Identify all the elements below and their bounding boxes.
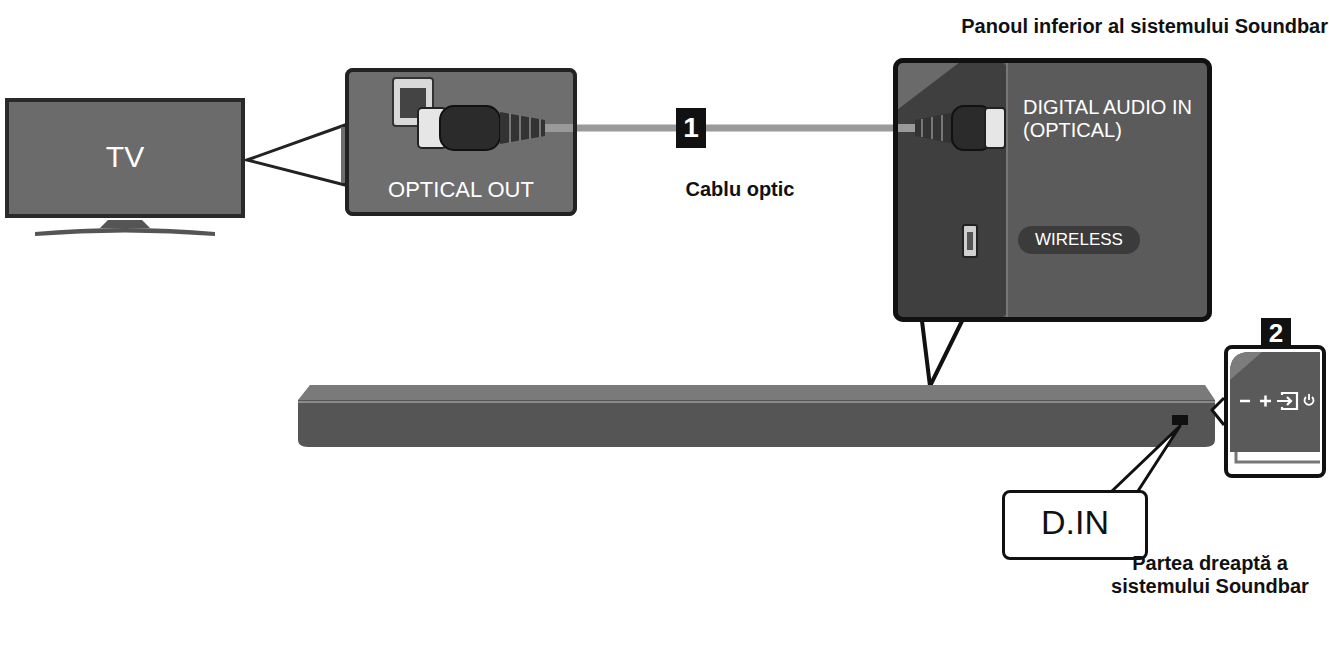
tv-stand: [35, 228, 215, 236]
callout-pointer: [1112, 426, 1180, 491]
callout-pointer: [247, 125, 345, 185]
port-label: OPTICAL OUT: [349, 177, 573, 202]
port-label: TV: [9, 140, 241, 175]
heading-text: Partea dreaptă a sistemului Soundbar: [1094, 552, 1326, 598]
wireless-port: [963, 225, 977, 257]
optical-cable: [577, 125, 893, 132]
tv-neck: [100, 220, 150, 228]
heading-text: Panoul inferior al sistemului Soundbar: [908, 15, 1328, 38]
heading-text: D.IN: [1005, 503, 1145, 542]
plug-sleeve: [915, 112, 955, 144]
side-panel: [1230, 352, 1320, 452]
panel-edge: [897, 62, 960, 110]
callout-number: 2: [1261, 318, 1291, 348]
plug-ribs: [922, 115, 942, 141]
callout-pointer: [1212, 398, 1224, 425]
port-hole: [967, 232, 973, 250]
panel-fill: [1224, 345, 1326, 478]
callout-box: D.IN: [1002, 490, 1148, 560]
soundbar-body: [298, 400, 1215, 447]
panel-fill: [345, 68, 577, 216]
side-panel-edge: [1230, 352, 1262, 380]
soundbar-top: [298, 385, 1215, 400]
plus-icon: [1260, 396, 1271, 407]
input-icon: [1277, 393, 1297, 409]
panel-fill: [893, 58, 1212, 322]
panel-left: [897, 62, 1007, 318]
plug-sleeve: [500, 112, 545, 144]
cable-label: Cablu optic: [686, 178, 795, 201]
callout-box: OPTICAL OUT: [345, 68, 577, 216]
cable-stub: [545, 124, 577, 132]
plug-ribs: [510, 113, 540, 143]
callout-pointer: [922, 321, 962, 386]
label-pill: [1018, 226, 1140, 254]
callout-box: Partea dreaptă a sistemului Soundbar: [1224, 345, 1326, 478]
tv-screen: [5, 98, 245, 218]
plug-tip: [985, 108, 1005, 148]
plug-body: [440, 106, 500, 150]
port-label: WIRELESS: [1018, 230, 1140, 250]
soundbar-edge: [298, 401, 1215, 403]
callout-box: TV: [5, 98, 245, 218]
panel-divider: [1006, 62, 1008, 318]
callout-box: Panoul inferior al sistemului SoundbarDI…: [893, 58, 1212, 322]
din-port: [1172, 415, 1188, 425]
minus-icon: [1240, 400, 1250, 403]
side-panel-base: [1236, 452, 1320, 462]
power-icon: [1305, 394, 1314, 405]
callout-number: 1: [676, 108, 706, 148]
port-label: DIGITAL AUDIO IN (OPTICAL): [1023, 96, 1208, 142]
